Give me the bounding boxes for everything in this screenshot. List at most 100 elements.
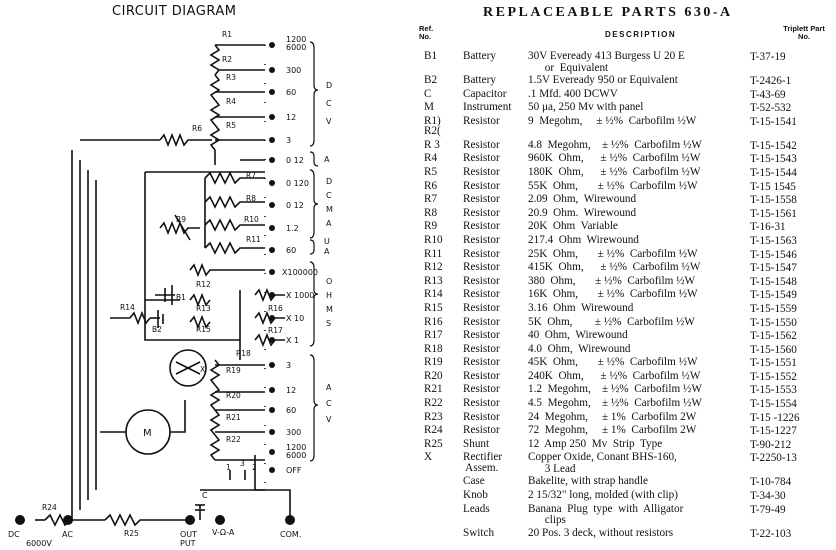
label-meter: M bbox=[143, 428, 152, 439]
type-cell: Resistor bbox=[463, 220, 500, 233]
ref-cell: R22 bbox=[424, 397, 443, 410]
schematic: 1200 6000 300 60 12 3 0 12 0 120 0 12 1.… bbox=[8, 30, 333, 548]
label-r13: R13 bbox=[196, 304, 211, 313]
part-number-cell: T-15-1547 bbox=[750, 262, 797, 275]
type-cell: Resistor bbox=[463, 315, 500, 328]
type-cell: Resistor bbox=[463, 342, 500, 355]
type-cell: Battery bbox=[463, 50, 496, 62]
description-cell: 4.5 Megohm, ± ½% Carbofilm ½W bbox=[528, 397, 702, 410]
dcv-range-3: 3 bbox=[286, 136, 291, 145]
label-r15: R15 bbox=[196, 325, 211, 334]
ref-cell: X bbox=[424, 451, 433, 464]
ref-cell: R18 bbox=[424, 342, 443, 355]
diagram-title: CIRCUIT DIAGRAM bbox=[112, 4, 237, 19]
label-r14: R14 bbox=[120, 303, 135, 312]
jack-output-label-2: PUT bbox=[180, 539, 196, 548]
part-number-cell: T-10-784 bbox=[750, 476, 792, 489]
switch-num-1: 1 bbox=[226, 463, 231, 472]
dcv-range-6000: 6000 bbox=[286, 43, 306, 52]
label-r2: R2 bbox=[222, 55, 232, 64]
description-cell: 40 Ohm, Wirewound bbox=[528, 329, 628, 342]
jack-com-label: COM. bbox=[280, 530, 301, 539]
type-cell: Resistor bbox=[463, 152, 500, 165]
label-r20: R20 bbox=[226, 391, 241, 400]
label-r18: R18 bbox=[236, 349, 251, 358]
description-cell: 25K Ohm, ± ½% Carbofilm ½W bbox=[528, 247, 698, 260]
dcma-letter-a: A bbox=[326, 219, 332, 228]
label-r24: R24 bbox=[42, 503, 57, 512]
description-cell: 20 Pos. 3 deck, without resistors bbox=[528, 526, 674, 539]
ua-range: 0 12 bbox=[286, 156, 304, 165]
dcma-range-12: 0 12 bbox=[286, 201, 304, 210]
description-cell: 16K Ohm, ± ½% Carbofilm ½W bbox=[528, 288, 698, 301]
description-cell: 217.4 Ohm Wirewound bbox=[528, 233, 639, 246]
label-r12: R12 bbox=[196, 280, 211, 289]
part-number-cell: T-43-69 bbox=[750, 88, 786, 101]
part-number-cell: T-79-49 bbox=[750, 503, 786, 516]
part-number-cell: T-15-1549 bbox=[750, 289, 797, 302]
type-cell: Switch bbox=[463, 526, 495, 539]
jack-vma-label: V-Ω-A bbox=[212, 528, 235, 537]
ohm-range-100000: X100000 bbox=[282, 268, 318, 277]
acv-range-60: 60 bbox=[286, 406, 296, 415]
acv-range-300: 300 bbox=[286, 428, 301, 437]
ref-cell: R19 bbox=[424, 356, 443, 369]
description-cell: 5K Ohm, ± ½% Carbofilm ½W bbox=[528, 315, 695, 328]
part-number-cell: T-15-1558 bbox=[750, 194, 797, 207]
description-cell: 3.16 Ohm Wirewound bbox=[528, 301, 634, 314]
ref-cell: R13 bbox=[424, 274, 443, 287]
description-cell: 24 Megohm, ± 1% Carbofilm 2W bbox=[528, 410, 697, 423]
type-cell: Resistor bbox=[463, 410, 500, 423]
part-number-cell: T-15-1550 bbox=[750, 316, 797, 329]
ohm-letter-s: S bbox=[326, 319, 331, 328]
type-cell: Resistor bbox=[463, 233, 500, 246]
part-number-cell: T-15-1544 bbox=[750, 166, 797, 179]
label-r11: R11 bbox=[246, 235, 261, 244]
dcma-letter-m: M bbox=[326, 205, 333, 214]
ref-cell: R5 bbox=[424, 165, 438, 178]
dcma-letter-c: C bbox=[326, 191, 332, 200]
type-cell: Case bbox=[463, 475, 485, 488]
ua2-letter-u: U bbox=[324, 237, 330, 246]
ref-cell: R4 bbox=[424, 152, 438, 165]
acv-letter-v: V bbox=[326, 415, 332, 424]
part-number-cell: T-15-1553 bbox=[750, 384, 797, 397]
switch-num-2: 2 bbox=[252, 463, 257, 472]
ref-cell: R10 bbox=[424, 233, 443, 246]
type-cell: Shunt bbox=[463, 437, 490, 450]
ref-cell: R 3 bbox=[424, 138, 440, 151]
part-number-cell: T-52-532 bbox=[750, 102, 792, 115]
description-cell: 55K Ohm, ± ½% Carbofilm ½W bbox=[528, 179, 698, 192]
ref-cell: R1) R2( bbox=[424, 114, 441, 138]
description-cell: 30V Eveready 413 Burgess U 20 E or Equiv… bbox=[528, 50, 685, 74]
ref-cell: B1 bbox=[424, 50, 438, 62]
label-r4: R4 bbox=[226, 97, 236, 106]
description-cell: 72 Megohm, ± 1% Carbofilm 2W bbox=[528, 424, 697, 437]
acv-letter-a: A bbox=[326, 383, 332, 392]
ohm-range-10: X 10 bbox=[286, 314, 304, 323]
part-number-cell: T-15 -1226 bbox=[750, 411, 800, 424]
description-cell: Copper Oxide, Conant BHS-160, 3 Lead bbox=[528, 451, 677, 475]
ref-cell: R9 bbox=[424, 220, 438, 233]
jack-6000v-label: 6000V bbox=[26, 539, 52, 548]
description-cell: 240K Ohm, ± ½% Carbofilm ½W bbox=[528, 369, 701, 382]
type-cell: Rectifier Assem. bbox=[463, 451, 503, 474]
type-cell: Resistor bbox=[463, 114, 500, 127]
label-x: X bbox=[200, 365, 205, 374]
ref-cell: R16 bbox=[424, 315, 443, 328]
description-cell: 45K Ohm, ± ½% Carbofilm ½W bbox=[528, 356, 698, 369]
ohm-range-1000: X 1000 bbox=[286, 291, 314, 300]
dcma-range-120: 0 120 bbox=[286, 179, 309, 188]
description-cell: Bakelite, with strap handle bbox=[528, 475, 648, 488]
description-cell: 415K Ohm, ± ½% Carbofilm ½W bbox=[528, 261, 701, 274]
ohm-letter-h: H bbox=[326, 291, 332, 300]
